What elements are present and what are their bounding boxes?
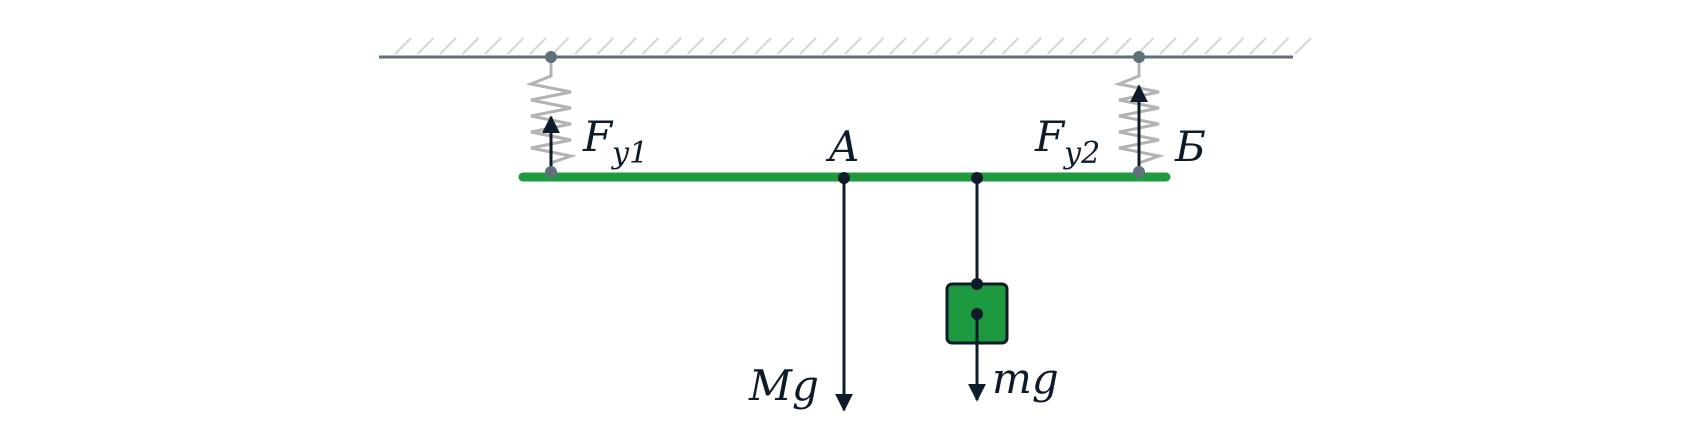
hatch-stroke bbox=[1024, 37, 1042, 55]
string-top-point bbox=[971, 172, 983, 184]
hatch-stroke bbox=[889, 37, 907, 55]
force-spring1-label: Fy1 bbox=[582, 112, 648, 171]
hatch-stroke bbox=[551, 37, 570, 55]
rod-pivot-left bbox=[545, 166, 557, 178]
hatch-stroke bbox=[1001, 37, 1020, 55]
hatch-stroke bbox=[1046, 37, 1065, 55]
hatch-stroke bbox=[484, 37, 502, 55]
hatch-stroke bbox=[664, 37, 682, 55]
ceiling-hatch bbox=[394, 37, 1312, 55]
hatch-stroke bbox=[731, 37, 750, 55]
hatch-stroke bbox=[1114, 37, 1132, 55]
hatch-stroke bbox=[619, 37, 637, 55]
hatch-stroke bbox=[709, 37, 727, 55]
hatch-stroke bbox=[1159, 37, 1177, 55]
hatch-stroke bbox=[1181, 37, 1200, 55]
point-a-label: A bbox=[825, 122, 859, 171]
ceiling-pivot-left bbox=[545, 51, 557, 63]
hatch-stroke bbox=[799, 37, 817, 55]
hatch-stroke bbox=[911, 37, 930, 55]
point-b-label: Б bbox=[1174, 122, 1206, 171]
rod-pivot-right bbox=[1133, 166, 1145, 178]
hatch-stroke bbox=[1204, 37, 1222, 55]
hatch-stroke bbox=[979, 37, 997, 55]
string-bottom-point bbox=[971, 278, 983, 290]
hatch-stroke bbox=[956, 37, 975, 55]
force-spring2-label: Fy2 bbox=[1034, 112, 1100, 171]
force-spring2-sub: y2 bbox=[1062, 136, 1100, 171]
hatch-stroke bbox=[1226, 37, 1245, 55]
hatch-stroke bbox=[394, 37, 412, 55]
force-spring1-sub: y1 bbox=[610, 136, 648, 171]
hatch-stroke bbox=[1091, 37, 1110, 55]
load-weight-label: mg bbox=[992, 354, 1059, 403]
hatch-stroke bbox=[461, 37, 480, 55]
hatch-stroke bbox=[574, 37, 592, 55]
hatch-stroke bbox=[596, 37, 615, 55]
hatch-stroke bbox=[821, 37, 840, 55]
hatch-stroke bbox=[1271, 37, 1290, 55]
hatch-stroke bbox=[776, 37, 795, 55]
hatch-stroke bbox=[686, 37, 705, 55]
hatch-stroke bbox=[416, 37, 435, 55]
load-center-point bbox=[971, 308, 983, 320]
hatch-stroke bbox=[866, 37, 885, 55]
hatch-stroke bbox=[1249, 37, 1267, 55]
hatch-stroke bbox=[506, 37, 525, 55]
hatch-stroke bbox=[754, 37, 772, 55]
hatch-stroke bbox=[844, 37, 862, 55]
hatch-stroke bbox=[641, 37, 660, 55]
hatch-stroke bbox=[1294, 37, 1312, 55]
force-spring2-main: F bbox=[1034, 112, 1066, 161]
force-spring1-main: F bbox=[582, 112, 614, 161]
ceiling-pivot-right bbox=[1133, 51, 1145, 63]
hatch-stroke bbox=[1069, 37, 1087, 55]
hatch-stroke bbox=[529, 37, 547, 55]
rod-center-point bbox=[838, 172, 850, 184]
hatch-stroke bbox=[439, 37, 457, 55]
rod-weight-label: Mg bbox=[748, 361, 819, 410]
hatch-stroke bbox=[934, 37, 952, 55]
